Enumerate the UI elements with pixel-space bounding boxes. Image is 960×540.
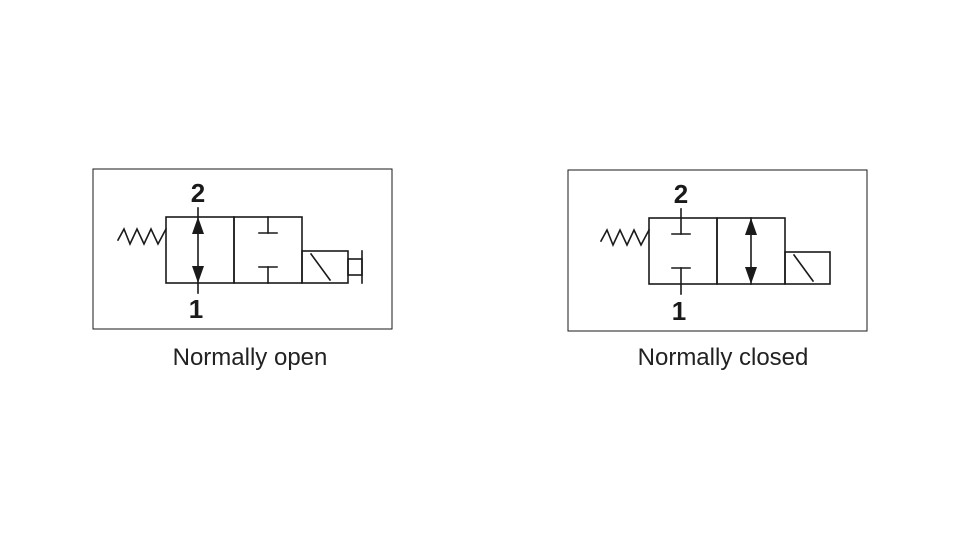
port-label-top: 2 xyxy=(191,178,205,208)
flow-arrow-up-icon xyxy=(745,218,757,235)
spring-icon xyxy=(599,228,651,248)
normally-open-frame xyxy=(92,168,393,330)
solenoid-icon xyxy=(301,250,349,284)
blocked-port-bottom-icon xyxy=(258,266,278,284)
port-label-bottom: 1 xyxy=(672,296,686,326)
blocked-port-top-icon xyxy=(671,208,691,235)
normally-open-symbol: 2 1 Normally open xyxy=(92,168,393,371)
caption-normally-open: Normally open xyxy=(173,344,328,371)
normally-closed-frame xyxy=(567,169,868,332)
spring-icon xyxy=(116,227,168,247)
normally-closed-symbol: 2 1 Normally closed xyxy=(567,169,868,371)
manual-override-icon xyxy=(347,250,363,284)
flow-arrow-down-icon xyxy=(192,266,204,283)
port-label-top: 2 xyxy=(674,179,688,209)
solenoid-icon xyxy=(784,251,831,285)
flow-arrow-down-icon xyxy=(745,267,757,284)
valve-box-left xyxy=(648,217,718,285)
port-label-bottom: 1 xyxy=(189,294,203,324)
blocked-port-bottom-icon xyxy=(671,267,691,295)
flow-arrow-up-icon xyxy=(192,217,204,234)
blocked-port-top-icon xyxy=(258,216,278,234)
caption-normally-closed: Normally closed xyxy=(638,344,809,371)
